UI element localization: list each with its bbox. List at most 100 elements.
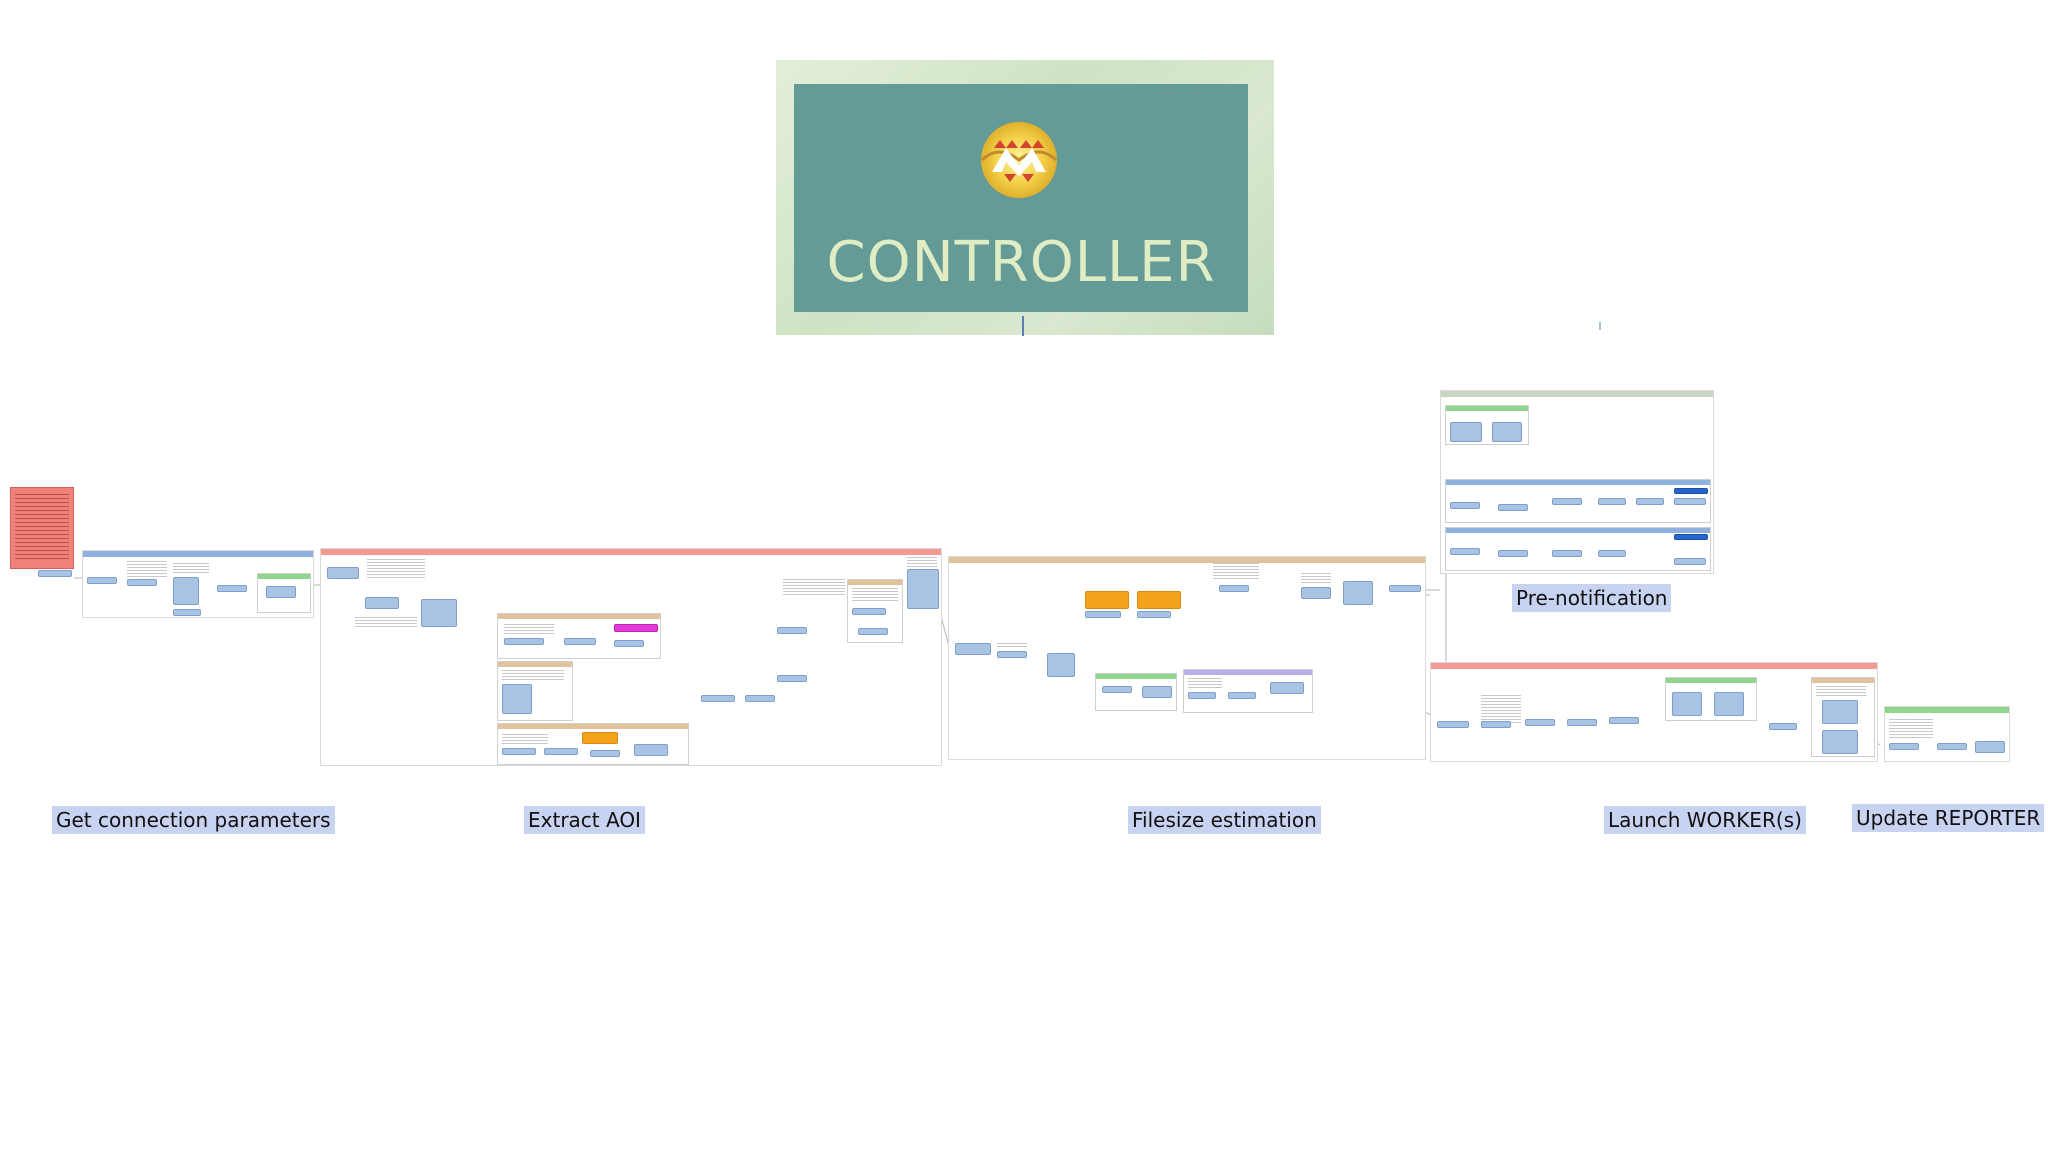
- transformer[interactable]: [1889, 743, 1919, 750]
- transformer[interactable]: [1481, 721, 1511, 728]
- transformer[interactable]: [1674, 498, 1706, 505]
- transformer[interactable]: [1552, 498, 1582, 505]
- sub-bookmark[interactable]: [1665, 677, 1757, 721]
- transformer[interactable]: [504, 638, 544, 645]
- transformer[interactable]: [1525, 719, 1555, 726]
- highlighted-transformer[interactable]: [1674, 534, 1708, 540]
- sub-bookmark[interactable]: [847, 579, 903, 643]
- transformer[interactable]: [1822, 700, 1858, 724]
- transformer[interactable]: [777, 675, 807, 682]
- sub-bookmark[interactable]: [1445, 527, 1711, 571]
- sub-bookmark[interactable]: [257, 573, 311, 613]
- annotation: [907, 557, 937, 567]
- transformer[interactable]: [1975, 741, 2005, 753]
- transformer[interactable]: [955, 643, 991, 655]
- highlighted-transformer[interactable]: [1085, 591, 1129, 609]
- bookmark-update-reporter[interactable]: [1884, 706, 2010, 762]
- sub-bookmark-bar: [498, 614, 660, 619]
- transformer[interactable]: [1047, 653, 1075, 677]
- transformer[interactable]: [1343, 581, 1373, 605]
- transformer[interactable]: [745, 695, 775, 702]
- transformer[interactable]: [858, 628, 888, 635]
- transformer[interactable]: [502, 748, 536, 755]
- transformer[interactable]: [1609, 717, 1639, 724]
- transformer[interactable]: [1937, 743, 1967, 750]
- bookmark-extract-aoi[interactable]: [320, 548, 942, 766]
- transformer[interactable]: [1219, 585, 1249, 592]
- transformer[interactable]: [1142, 686, 1172, 698]
- transformer[interactable]: [544, 748, 578, 755]
- transformer[interactable]: [1450, 548, 1480, 555]
- creator-transformer[interactable]: [38, 570, 72, 577]
- transformer[interactable]: [421, 599, 457, 627]
- transformer[interactable]: [1085, 611, 1121, 618]
- bookmark-bar: [1431, 663, 1877, 669]
- red-annotation[interactable]: [10, 487, 74, 569]
- transformer[interactable]: [1498, 550, 1528, 557]
- bookmark-launch-workers[interactable]: [1430, 662, 1878, 762]
- transformer[interactable]: [365, 597, 399, 609]
- transformer[interactable]: [634, 744, 668, 756]
- transformer[interactable]: [327, 567, 359, 579]
- annotation: [1889, 719, 1933, 739]
- transformer[interactable]: [1672, 692, 1702, 716]
- transformer[interactable]: [1714, 692, 1744, 716]
- sub-bookmark[interactable]: [1811, 677, 1875, 757]
- highlighted-transformer[interactable]: [1137, 591, 1181, 609]
- annotation: [502, 670, 564, 680]
- sub-bookmark[interactable]: [497, 613, 661, 659]
- transformer[interactable]: [907, 569, 939, 609]
- highlighted-transformer[interactable]: [1674, 488, 1708, 494]
- sub-bookmark-bar: [498, 662, 572, 667]
- sub-bookmark[interactable]: [1095, 673, 1177, 711]
- bookmark-filesize-estimation[interactable]: [948, 556, 1426, 760]
- transformer[interactable]: [1567, 719, 1597, 726]
- transformer[interactable]: [1598, 550, 1626, 557]
- transformer[interactable]: [1137, 611, 1171, 618]
- bookmark-pre-notification[interactable]: [1440, 390, 1714, 574]
- transformer[interactable]: [1822, 730, 1858, 754]
- highlighted-transformer[interactable]: [614, 624, 658, 632]
- transformer[interactable]: [217, 585, 247, 592]
- sub-bookmark-bar: [258, 574, 310, 579]
- transformer[interactable]: [1228, 692, 1256, 699]
- sub-bookmark[interactable]: [1445, 479, 1711, 523]
- transformer[interactable]: [1450, 422, 1482, 442]
- transformer[interactable]: [590, 750, 620, 757]
- transformer[interactable]: [127, 579, 157, 586]
- transformer[interactable]: [1102, 686, 1132, 693]
- sub-bookmark[interactable]: [497, 661, 573, 721]
- transformer[interactable]: [266, 586, 296, 598]
- annotation: [783, 579, 845, 597]
- transformer[interactable]: [1498, 504, 1528, 511]
- bookmark-bar: [1885, 707, 2009, 713]
- transformer[interactable]: [1389, 585, 1421, 592]
- transformer[interactable]: [502, 684, 532, 714]
- sub-bookmark[interactable]: [1183, 669, 1313, 713]
- transformer[interactable]: [1437, 721, 1469, 728]
- transformer[interactable]: [87, 577, 117, 584]
- transformer[interactable]: [701, 695, 735, 702]
- transformer[interactable]: [1598, 498, 1626, 505]
- transformer[interactable]: [1492, 422, 1522, 442]
- transformer[interactable]: [173, 577, 199, 605]
- transformer[interactable]: [1450, 502, 1480, 509]
- transformer[interactable]: [564, 638, 596, 645]
- transformer[interactable]: [1301, 587, 1331, 599]
- transformer[interactable]: [777, 627, 807, 634]
- transformer[interactable]: [173, 609, 201, 616]
- transformer[interactable]: [614, 640, 644, 647]
- transformer[interactable]: [1270, 682, 1304, 694]
- transformer[interactable]: [1552, 550, 1582, 557]
- sub-bookmark[interactable]: [1445, 405, 1529, 445]
- transformer[interactable]: [852, 608, 886, 615]
- transformer[interactable]: [1188, 692, 1216, 699]
- bookmark-get-connection-parameters[interactable]: [82, 550, 314, 618]
- transformer[interactable]: [1769, 723, 1797, 730]
- highlighted-transformer[interactable]: [582, 732, 618, 744]
- transformer[interactable]: [1636, 498, 1664, 505]
- transformer[interactable]: [997, 651, 1027, 658]
- sub-bookmark[interactable]: [497, 723, 689, 765]
- transformer[interactable]: [1674, 558, 1706, 565]
